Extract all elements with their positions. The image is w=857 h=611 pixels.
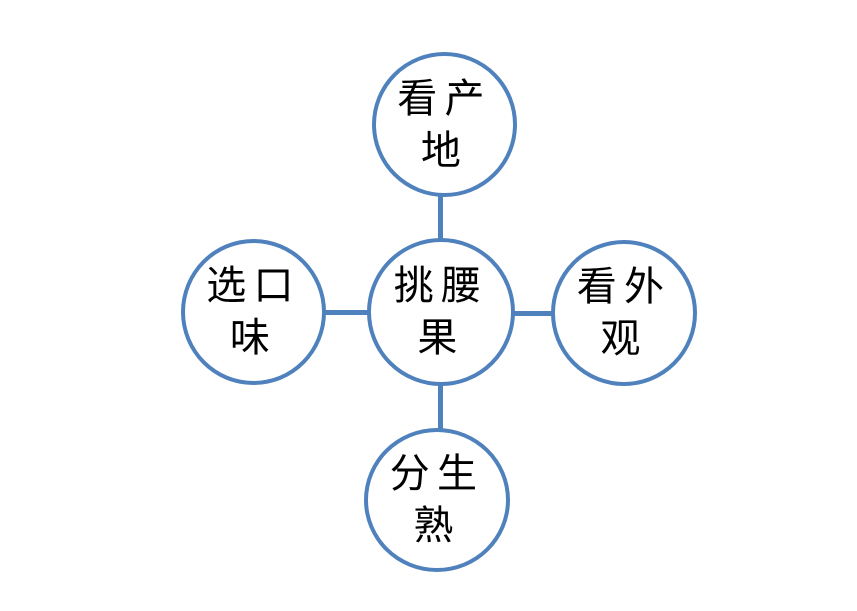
diagram-node-left: 选口味	[181, 239, 326, 385]
diagram-node-top: 看产地	[372, 52, 517, 197]
node-label-top: 看产地	[397, 75, 492, 174]
node-label-center: 挑腰果	[393, 263, 489, 361]
connector-center-bottom	[438, 384, 443, 431]
diagram-node-bottom: 分生熟	[364, 428, 510, 572]
connector-center-right	[513, 311, 554, 316]
diagram-node-right: 看外观	[551, 240, 697, 386]
connector-center-left	[324, 310, 370, 315]
node-label-right: 看外观	[576, 264, 672, 362]
connector-center-top	[438, 195, 443, 241]
node-label-left: 选口味	[206, 263, 301, 361]
node-label-bottom: 分生熟	[389, 451, 485, 549]
diagram-node-center: 挑腰果	[367, 238, 515, 386]
